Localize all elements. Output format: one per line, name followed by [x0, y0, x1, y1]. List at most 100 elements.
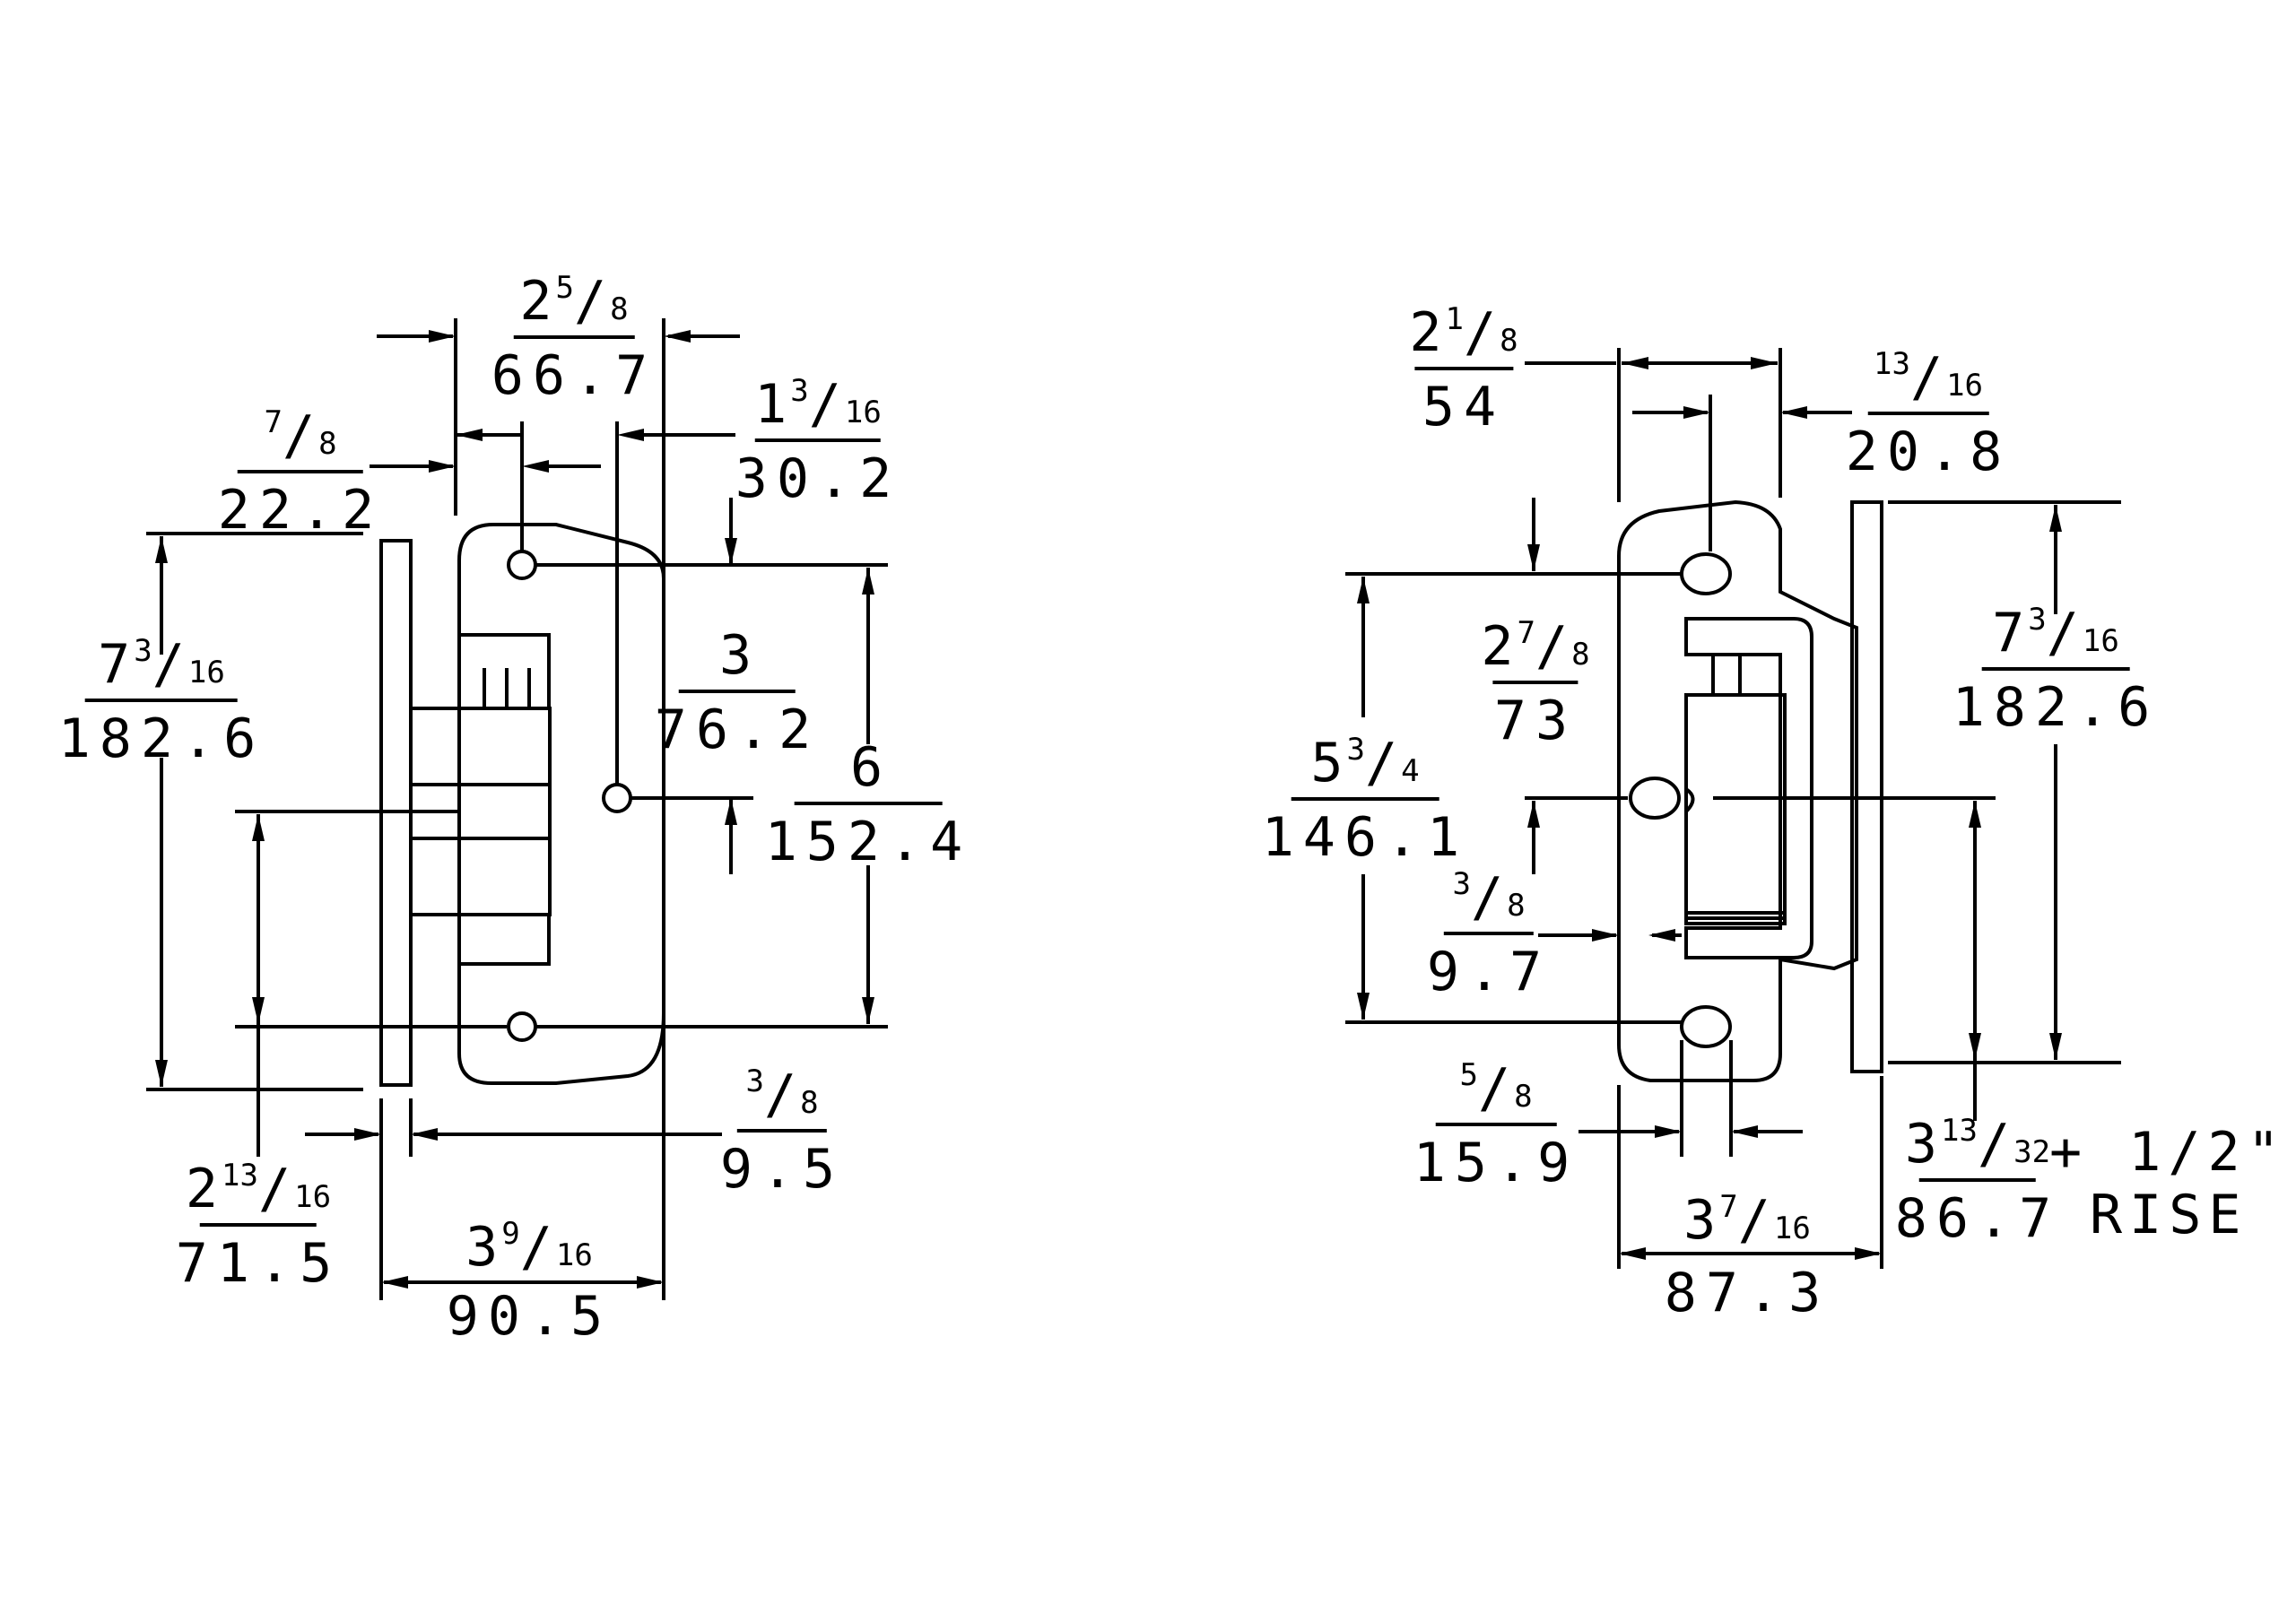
dim-left-1-3-16: 13/16 30.2 — [735, 373, 901, 510]
rise-suffix: + 1/2" — [2049, 1121, 2287, 1184]
num: 13 — [1873, 346, 1910, 382]
fraction-bar — [85, 699, 238, 702]
num: 3 — [1346, 732, 1365, 768]
right-bracket-outline — [1617, 499, 1858, 1082]
whole: 7 — [1992, 602, 2029, 664]
right-bottom-slot — [1680, 1005, 1732, 1048]
den: 4 — [1401, 753, 1420, 789]
fraction-bar — [794, 802, 943, 805]
whole: 3 — [718, 624, 756, 687]
fraction-bar — [1492, 681, 1578, 684]
den: 8 — [610, 291, 629, 327]
whole: 3 — [1683, 1189, 1720, 1252]
dim-right-5-3-4: 53/4 146.1 — [1261, 732, 1469, 869]
num: 9 — [501, 1216, 520, 1252]
num: 5 — [1459, 1057, 1478, 1093]
right-mid-slot — [1629, 777, 1681, 820]
den: 16 — [2082, 623, 2119, 659]
mm: 76.2 — [654, 699, 821, 761]
num: 13 — [222, 1158, 258, 1193]
den: 8 — [1514, 1079, 1533, 1115]
mm: 66.7 — [491, 344, 657, 407]
mm: 15.9 — [1413, 1132, 1579, 1194]
den: 16 — [187, 655, 225, 690]
mm: 152.4 — [764, 811, 972, 873]
dim-left-7-3-16: 73/16 182.6 — [57, 633, 265, 770]
fraction-bar — [1414, 367, 1513, 370]
whole: 3 — [1904, 1113, 1942, 1176]
num: 7 — [264, 404, 283, 440]
left-view-outline — [379, 523, 665, 1087]
left-mid-hole — [602, 783, 632, 813]
dim-left-3: 3 76.2 — [655, 623, 821, 761]
whole: 5 — [1310, 732, 1347, 794]
whole: 2 — [1409, 301, 1446, 364]
left-bottom-hole — [507, 1011, 537, 1042]
whole: 2 — [519, 270, 556, 333]
right-dimension-lines — [1345, 348, 2121, 1269]
mm: 182.6 — [1952, 676, 2160, 739]
fraction-bar — [1867, 412, 1989, 415]
dim-right-3-13-32: 313/32 86.7 — [1894, 1113, 2061, 1250]
left-lower-bracket — [457, 913, 551, 966]
fraction-bar — [238, 470, 363, 473]
dim-right-2-7-8: 27/8 73 — [1481, 615, 1590, 752]
whole: 3 — [465, 1216, 502, 1279]
left-body-outline — [457, 523, 665, 1085]
dim-right-5-8: 5/8 15.9 — [1413, 1057, 1579, 1194]
left-dimension-lines — [146, 318, 888, 1300]
fraction-bar — [679, 690, 796, 693]
mm: 30.2 — [735, 447, 901, 510]
whole: 2 — [185, 1158, 222, 1220]
num: 3 — [134, 633, 152, 669]
num: 5 — [555, 270, 574, 306]
den: 16 — [1773, 1211, 1811, 1246]
num: 13 — [1941, 1113, 1978, 1149]
dim-left-3-9-16: 39/16 90.5 — [446, 1216, 613, 1348]
num: 3 — [1452, 866, 1471, 902]
dim-left-6: 6 152.4 — [765, 735, 972, 873]
mm: 54 — [1422, 376, 1506, 438]
fraction-bar — [1444, 932, 1534, 935]
dim-right-13-16: 13/16 20.8 — [1845, 346, 2012, 483]
fraction-bar — [1435, 1123, 1557, 1126]
mm: 71.5 — [175, 1232, 342, 1295]
left-upper-bracket — [457, 633, 551, 710]
den: 8 — [1571, 637, 1590, 673]
whole: 2 — [1481, 615, 1518, 678]
fraction-bar — [737, 1129, 827, 1133]
right-hub — [1684, 693, 1787, 925]
den: 16 — [555, 1237, 593, 1273]
dim-left-2-5-8: 25/8 66.7 — [491, 270, 657, 407]
mm: 22.2 — [217, 479, 384, 542]
dim-right-7-3-16: 73/16 182.6 — [1952, 602, 2160, 739]
num: 3 — [2028, 602, 2047, 638]
fraction-bar — [1291, 797, 1439, 801]
whole: 6 — [849, 736, 887, 799]
mm: 86.7 — [1894, 1187, 2061, 1250]
dim-right-3-7-16: 37/16 87.3 — [1664, 1189, 1831, 1324]
num: 3 — [745, 1063, 764, 1099]
num: 3 — [790, 373, 809, 409]
den: 8 — [318, 426, 337, 462]
den: 8 — [800, 1085, 819, 1121]
rise-label: RISE — [2090, 1184, 2248, 1246]
whole: 1 — [754, 373, 791, 436]
den: 16 — [1946, 368, 1984, 404]
right-mounting-plate — [1850, 500, 1883, 1073]
fraction-bar — [200, 1223, 317, 1227]
den: 8 — [1507, 888, 1526, 924]
dim-left-2-13-16: 213/16 71.5 — [175, 1158, 342, 1295]
left-top-hole — [507, 550, 537, 580]
mm: 182.6 — [57, 707, 265, 770]
mm: 20.8 — [1845, 421, 2012, 483]
dim-right-2-1-8: 21/8 54 — [1409, 301, 1518, 438]
den: 32 — [2013, 1134, 2051, 1170]
num: 7 — [1517, 615, 1535, 651]
num: 1 — [1445, 301, 1464, 337]
fraction-bar — [1981, 667, 2130, 671]
dim-left-7-8: 7/8 22.2 — [217, 404, 384, 542]
dim-right-3-8: 3/8 9.7 — [1426, 866, 1552, 1003]
mm: 9.5 — [719, 1138, 845, 1201]
